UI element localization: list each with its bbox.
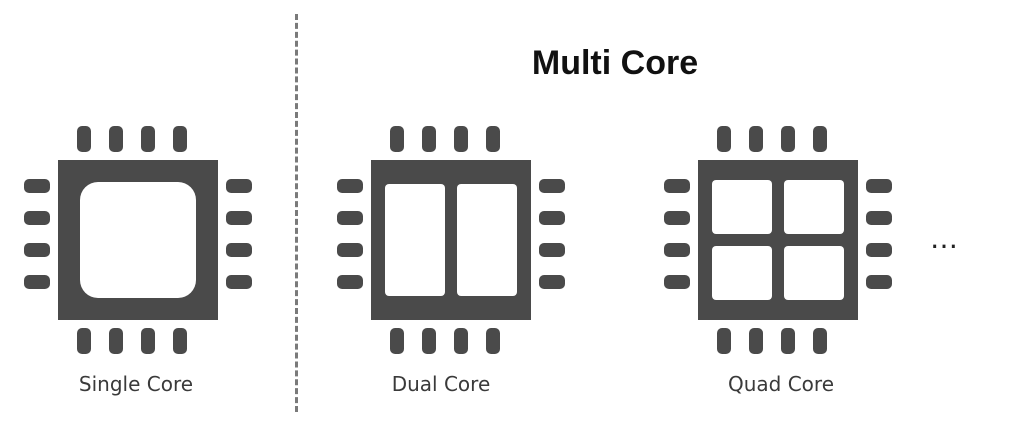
- chip-pin: [749, 126, 763, 152]
- quad-core-caption: Quad Core: [727, 372, 834, 396]
- chip-pin: [749, 328, 763, 354]
- chip-pin: [109, 126, 123, 152]
- chip-pin: [24, 211, 50, 225]
- single-core-caption: Single Core: [78, 372, 194, 396]
- more-ellipsis: …: [930, 222, 962, 255]
- chip-pin: [77, 126, 91, 152]
- chip-body: [698, 160, 858, 320]
- chip-pin: [226, 275, 252, 289]
- chip-pin: [813, 328, 827, 354]
- chip-pin: [486, 328, 500, 354]
- chip-pin: [422, 126, 436, 152]
- core-block: [385, 184, 445, 296]
- chip-pin: [781, 328, 795, 354]
- chip-pin: [781, 126, 795, 152]
- chip-pin: [813, 126, 827, 152]
- chip-pin: [77, 328, 91, 354]
- chip-pin: [664, 275, 690, 289]
- chip-pin: [226, 211, 252, 225]
- chip-pin: [337, 275, 363, 289]
- chip-pin: [337, 243, 363, 257]
- chip-body: [371, 160, 531, 320]
- core-block: [80, 182, 196, 298]
- chip-pin: [226, 179, 252, 193]
- chip-pin: [226, 243, 252, 257]
- chip-pin: [422, 328, 436, 354]
- chip-pin: [173, 328, 187, 354]
- chip-pin: [664, 179, 690, 193]
- section-divider: [295, 14, 298, 412]
- chip-pin: [717, 328, 731, 354]
- chip-pin: [866, 243, 892, 257]
- chip-body: [58, 160, 218, 320]
- chip-pin: [24, 275, 50, 289]
- chip-pin: [866, 179, 892, 193]
- chip-pin: [337, 211, 363, 225]
- core-block: [784, 246, 844, 300]
- chip-pin: [109, 328, 123, 354]
- dual-core-chip-icon: [333, 122, 569, 358]
- chip-pin: [141, 126, 155, 152]
- chip-pin: [390, 126, 404, 152]
- core-block: [712, 246, 772, 300]
- chip-pin: [664, 211, 690, 225]
- core-block: [784, 180, 844, 234]
- dual-core-caption: Dual Core: [391, 372, 491, 396]
- chip-pin: [486, 126, 500, 152]
- core-block: [457, 184, 517, 296]
- chip-pin: [866, 275, 892, 289]
- chip-pin: [539, 243, 565, 257]
- chip-pin: [664, 243, 690, 257]
- multi-core-heading: Multi Core: [531, 44, 699, 82]
- chip-pin: [173, 126, 187, 152]
- single-core-chip-icon: [20, 122, 256, 358]
- chip-pin: [24, 179, 50, 193]
- quad-core-chip-icon: [660, 122, 896, 358]
- chip-pin: [24, 243, 50, 257]
- chip-pin: [539, 179, 565, 193]
- chip-pin: [539, 275, 565, 289]
- chip-pin: [141, 328, 155, 354]
- chip-pin: [454, 126, 468, 152]
- chip-pin: [866, 211, 892, 225]
- chip-pin: [337, 179, 363, 193]
- core-block: [712, 180, 772, 234]
- chip-pin: [717, 126, 731, 152]
- chip-pin: [390, 328, 404, 354]
- chip-pin: [539, 211, 565, 225]
- chip-pin: [454, 328, 468, 354]
